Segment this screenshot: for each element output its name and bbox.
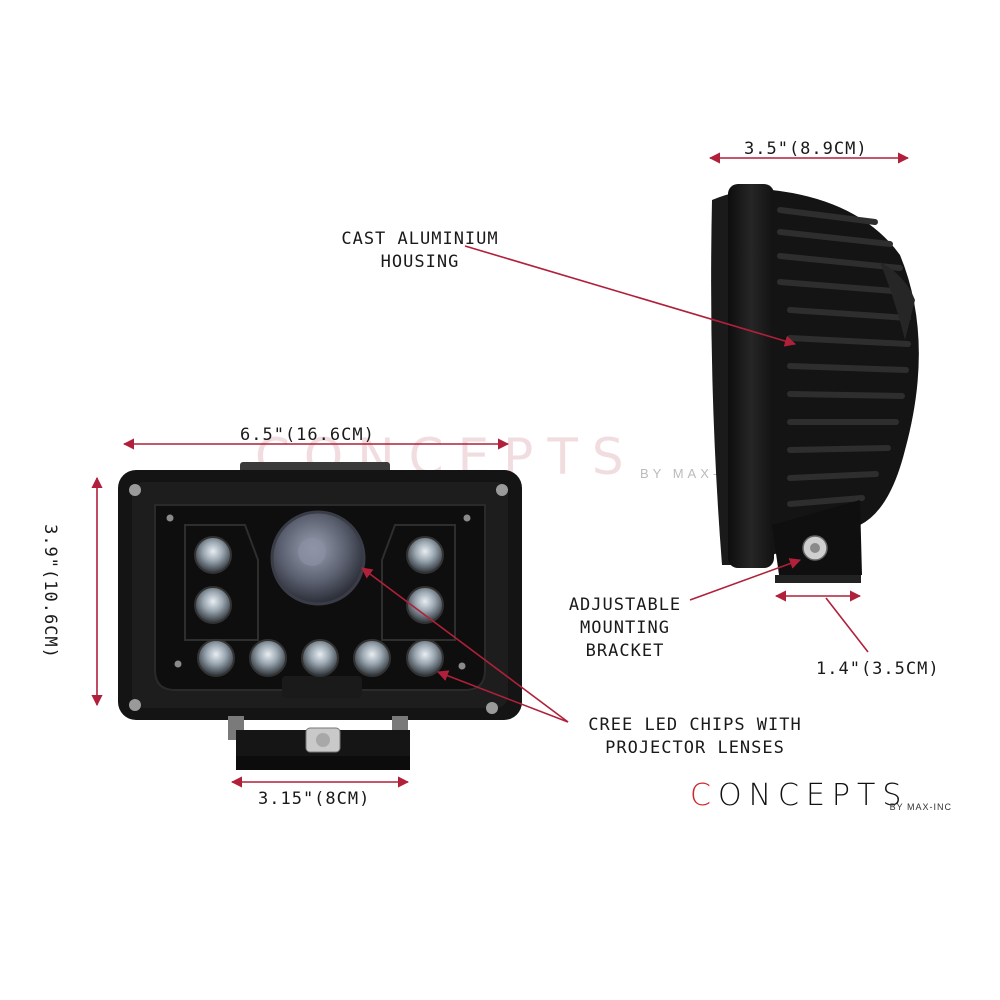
bracket-callout-line: MOUNTING [580, 618, 670, 638]
housing-callout: CAST ALUMINIUM HOUSING [330, 228, 510, 274]
screw-icon [129, 484, 141, 496]
dimension-arrows [91, 152, 910, 788]
front-view-lamp [118, 462, 522, 770]
led-chips [194, 536, 444, 677]
front-mounting-bracket [228, 716, 410, 770]
led-callout-line: PROJECTOR LENSES [605, 738, 785, 758]
brand-logo: CONCEPTS BY MAX-INC [690, 778, 960, 818]
top-width-label: 3.5"(8.9CM) [744, 139, 868, 159]
bracket-depth-label: 1.4"(3.5CM) [816, 659, 940, 679]
cooling-fins [777, 207, 911, 507]
housing-callout-line: HOUSING [380, 252, 460, 272]
bracket-callout-line: ADJUSTABLE [568, 595, 682, 615]
led-callout: CREE LED CHIPS WITH PROJECTOR LENSES [572, 714, 818, 760]
screw-icon [496, 484, 508, 496]
front-height-label: 3.9"(10.6CM) [39, 524, 60, 659]
front-width-label: 6.5"(16.6CM) [240, 425, 375, 445]
screw-icon [486, 702, 498, 714]
screw-icon [129, 699, 141, 711]
bracket-callout: ADJUSTABLE MOUNTING BRACKET [560, 594, 690, 663]
brand-byline: BY MAX-INC [889, 802, 952, 812]
bracket-callout-line: BRACKET [585, 641, 665, 661]
led-callout-line: CREE LED CHIPS WITH [588, 715, 802, 735]
brand-name: CONCEPTS [690, 778, 909, 813]
housing-callout-line: CAST ALUMINIUM [341, 229, 499, 249]
side-view-lamp [711, 184, 919, 583]
bracket-width-label: 3.15"(8CM) [258, 789, 371, 809]
